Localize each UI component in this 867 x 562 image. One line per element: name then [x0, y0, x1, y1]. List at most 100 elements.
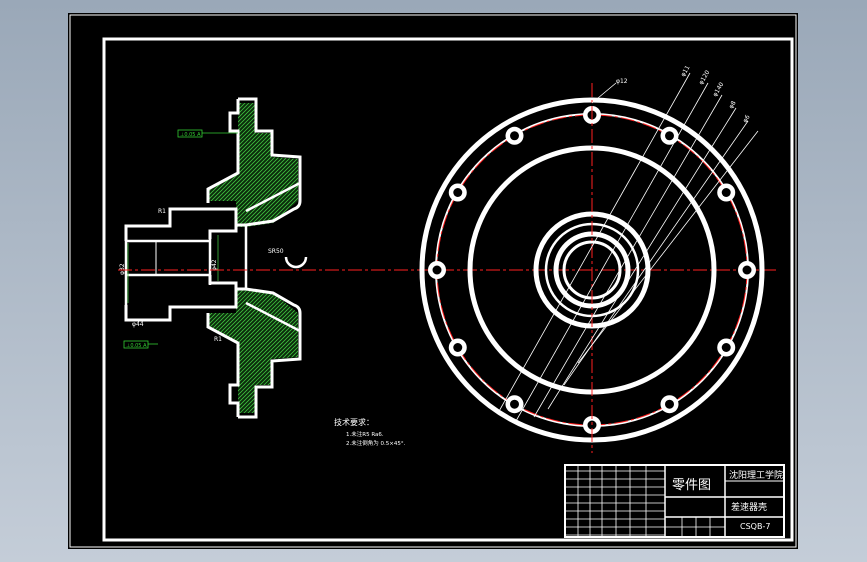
hatch-line: [282, 289, 298, 413]
hatch-line: [234, 103, 298, 227]
notes-line-2: 2.未注倒角为 0.5×45°.: [346, 439, 406, 447]
bolt-hole-bore: [665, 399, 674, 409]
dim-text-sphere: SR50: [268, 248, 284, 255]
dim-text-bore: φ32: [119, 263, 126, 275]
tb-school: 沈阳理工学院: [729, 469, 783, 481]
hatch-line: [238, 103, 298, 227]
front-view: φ12 φ11 φ120 φ140 φ8 φ6: [419, 64, 765, 453]
hatch-line: [68, 283, 202, 418]
cad-drawing: φ32 φ42 SR50 R1 φ44 R1 ⊥0.05 A ⊥0.05 A: [68, 14, 797, 548]
hatch-line: [307, 98, 442, 233]
hatch-line: [230, 289, 298, 413]
hatch-line: [208, 103, 243, 227]
hatch-line: [208, 103, 211, 227]
hatch-line: [246, 103, 298, 227]
flange-left-lower: [206, 313, 240, 417]
hatch-line: [286, 289, 298, 413]
bolt-hole-bore: [453, 188, 463, 197]
outer-border: [69, 14, 797, 548]
hatch-line: [303, 283, 438, 418]
radial-label-4: φ140: [712, 81, 726, 98]
dim-text-r: R1: [158, 208, 166, 215]
hatch-line: [303, 98, 438, 233]
tol-text-bottom: ⊥0.05 A: [126, 343, 147, 349]
hatch-line: [208, 289, 267, 413]
bolt-hole-bore: [721, 188, 731, 197]
title-block: [564, 464, 785, 538]
flange-left-upper: [206, 99, 240, 203]
hatch-line: [226, 289, 298, 413]
bolt-hole-bore: [721, 343, 731, 352]
bolt-hole-bore: [665, 131, 674, 141]
hatch-line: [286, 103, 298, 227]
hatch-line: [218, 289, 298, 413]
dim-text-hub: φ42: [211, 259, 218, 271]
radial-label-1: φ12: [616, 78, 628, 85]
hatch-line: [208, 289, 215, 413]
hatch-line: [230, 103, 298, 227]
notes-title: 技术要求：: [334, 417, 374, 427]
radial-leaders: [497, 72, 759, 422]
hatch-line: [208, 103, 247, 227]
spherical-seat: [284, 256, 308, 269]
radial-label-2: φ11: [680, 64, 692, 78]
bolt-hole-bore: [742, 265, 752, 275]
hatch-line: [208, 103, 271, 227]
hatch-line: [68, 283, 198, 418]
bore: [124, 231, 212, 305]
hatch-lower: [208, 289, 298, 413]
hatch-line: [71, 98, 206, 233]
tb-part-label: 零件图: [672, 478, 711, 493]
hatch-line: [208, 289, 223, 413]
radial-label-5: φ8: [728, 100, 738, 110]
hatch-line: [208, 103, 235, 227]
hatch-line: [299, 98, 434, 233]
hatch-line: [262, 103, 298, 227]
hatch-line: [242, 103, 298, 227]
hatch-line: [208, 103, 215, 227]
hatch-line: [208, 289, 247, 413]
hatch-line: [290, 103, 298, 227]
hatch-line: [294, 103, 298, 227]
dim-text-phi: φ44: [132, 321, 144, 328]
hatch-line: [208, 289, 239, 413]
hatch-line: [208, 289, 227, 413]
hatch-line: [208, 289, 231, 413]
hatch-line: [208, 103, 263, 227]
hatch-line: [222, 103, 298, 227]
section-view: φ32 φ42 SR50 R1 φ44 R1 ⊥0.05 A ⊥0.05 A: [68, 97, 442, 419]
tol-text-top: ⊥0.05 A: [180, 132, 201, 138]
dim-text-r2: R1: [214, 336, 222, 343]
hatch-line: [254, 103, 298, 227]
hatch-line: [208, 289, 255, 413]
hatch-line: [222, 289, 298, 413]
hatch-line: [208, 289, 211, 413]
bolt-hole-bore: [453, 343, 463, 352]
hatch-line: [208, 289, 263, 413]
notes-line-1: 1.未注R5 Ra6.: [346, 430, 384, 438]
hatch-line: [68, 98, 202, 233]
bolt-hole-bore: [510, 131, 519, 141]
bolt-hole-bore: [432, 265, 442, 275]
tol-box-top: [177, 129, 203, 138]
hatch-line: [290, 289, 298, 413]
hatch-line: [71, 283, 206, 418]
inner-frame: [102, 37, 794, 542]
hatch-line: [208, 289, 235, 413]
bolt-hole-bore: [510, 399, 519, 409]
hatch-line: [208, 289, 271, 413]
hatch-line: [218, 103, 298, 227]
hatch-line: [208, 289, 298, 413]
hatch-line: [208, 103, 275, 227]
hatch-line: [258, 103, 298, 227]
hatch-line: [208, 103, 255, 227]
hatch-line: [294, 289, 298, 413]
technical-notes: 技术要求： 1.未注R5 Ra6. 2.未注倒角为 0.5×45°.: [334, 417, 406, 447]
tol-box-bottom: [123, 340, 149, 349]
radial-label-6: φ6: [742, 114, 752, 124]
hatch-line: [208, 103, 223, 227]
tb-part-name: 差速器壳: [731, 501, 767, 513]
drawing-sheet: φ32 φ42 SR50 R1 φ44 R1 ⊥0.05 A ⊥0.05 A: [68, 13, 798, 549]
hatch-line: [250, 103, 298, 227]
tb-drawing-no: CSQB-7: [740, 522, 770, 531]
